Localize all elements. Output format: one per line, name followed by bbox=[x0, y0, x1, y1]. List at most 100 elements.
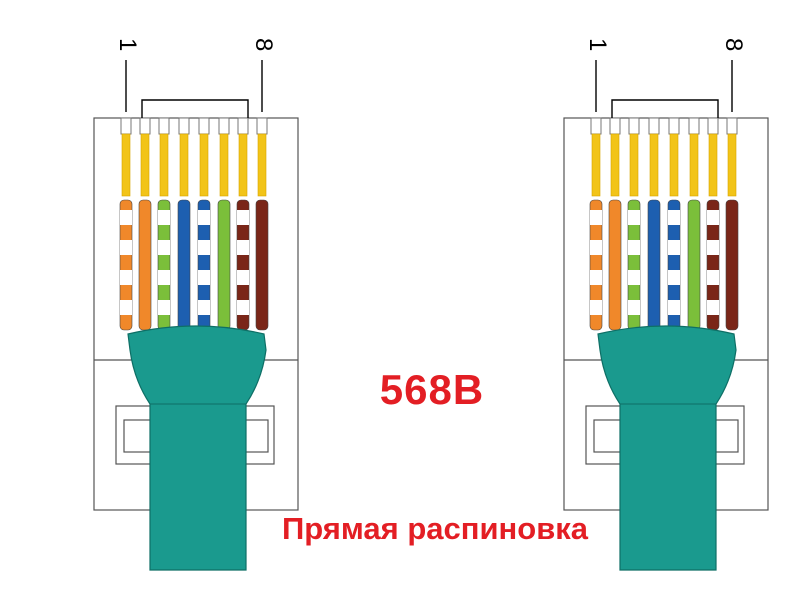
gold-contact bbox=[257, 133, 267, 197]
wire-pin-1 bbox=[589, 199, 603, 331]
gold-contact bbox=[238, 133, 248, 197]
wire-orange bbox=[589, 199, 603, 331]
wire-pin-4 bbox=[177, 199, 191, 331]
wire-pin-3 bbox=[627, 199, 641, 331]
wire-pin-2 bbox=[608, 199, 622, 331]
gold-contact bbox=[199, 133, 209, 197]
gold-contact bbox=[159, 133, 169, 197]
gold-contact bbox=[689, 133, 699, 197]
wire-stripe bbox=[158, 240, 170, 255]
gold-contact bbox=[140, 133, 150, 197]
wire-pin-3 bbox=[157, 199, 171, 331]
pin-bracket bbox=[141, 99, 249, 118]
contact-slot bbox=[139, 117, 151, 135]
gold-contact bbox=[121, 133, 131, 197]
wire-stripe bbox=[158, 210, 170, 225]
contact-slot bbox=[256, 117, 268, 135]
wire-stripe bbox=[707, 210, 719, 225]
pin-8-label: 8 bbox=[250, 38, 277, 51]
pin-1-label: 1 bbox=[114, 38, 141, 51]
wire-brown bbox=[725, 199, 739, 331]
contact-slot bbox=[707, 117, 719, 135]
gold-contact bbox=[669, 133, 679, 197]
wire-stripe bbox=[668, 210, 680, 225]
wire-orange bbox=[119, 199, 133, 331]
contact-slot bbox=[237, 117, 249, 135]
wire-pin-8 bbox=[255, 199, 269, 331]
wire-blue bbox=[647, 199, 661, 331]
wire-stripe bbox=[237, 300, 249, 315]
wire-stripe bbox=[590, 270, 602, 285]
wire-stripe bbox=[120, 210, 132, 225]
contact-slot bbox=[726, 117, 738, 135]
wire-stripe bbox=[590, 210, 602, 225]
wire-stripe bbox=[628, 240, 640, 255]
contact-slot bbox=[178, 117, 190, 135]
contact-slot bbox=[590, 117, 602, 135]
contact-slot bbox=[628, 117, 640, 135]
cable-jacket bbox=[127, 325, 267, 571]
wire-pin-7 bbox=[236, 199, 250, 331]
wire-stripe bbox=[668, 270, 680, 285]
wire-pin-2 bbox=[138, 199, 152, 331]
wire-stripe bbox=[237, 210, 249, 225]
wire-stripe bbox=[198, 240, 210, 255]
wire-stripe bbox=[628, 210, 640, 225]
wire-pin-6 bbox=[217, 199, 231, 331]
contact-slot bbox=[120, 117, 132, 135]
wire-stripe bbox=[237, 270, 249, 285]
contact-slot bbox=[688, 117, 700, 135]
wire-blue bbox=[177, 199, 191, 331]
wire-stripe bbox=[158, 300, 170, 315]
gold-contact bbox=[219, 133, 229, 197]
wire-stripe bbox=[120, 300, 132, 315]
wire-pin-5 bbox=[197, 199, 211, 331]
wire-stripe bbox=[198, 210, 210, 225]
gold-contact bbox=[179, 133, 189, 197]
wire-pin-5 bbox=[667, 199, 681, 331]
contact-slot bbox=[218, 117, 230, 135]
wire-pin-8 bbox=[725, 199, 739, 331]
wire-green bbox=[687, 199, 701, 331]
contact-slot bbox=[198, 117, 210, 135]
pin-1-label: 1 bbox=[584, 38, 611, 51]
contact-slot bbox=[668, 117, 680, 135]
wire-orange bbox=[608, 199, 622, 331]
wire-brown bbox=[255, 199, 269, 331]
wire-stripe bbox=[158, 270, 170, 285]
cable-jacket bbox=[597, 325, 737, 571]
wire-stripe bbox=[707, 270, 719, 285]
gold-contact bbox=[727, 133, 737, 197]
wire-stripe bbox=[237, 240, 249, 255]
wire-pin-7 bbox=[706, 199, 720, 331]
wire-stripe bbox=[628, 270, 640, 285]
caption-label: Прямая распиновка bbox=[281, 511, 589, 546]
wire-stripe bbox=[668, 300, 680, 315]
wire-stripe bbox=[707, 300, 719, 315]
wire-stripe bbox=[198, 300, 210, 315]
wire-stripe bbox=[707, 240, 719, 255]
wire-pin-4 bbox=[647, 199, 661, 331]
contact-slot bbox=[648, 117, 660, 135]
wire-stripe bbox=[628, 300, 640, 315]
wire-green bbox=[217, 199, 231, 331]
standard-label: 568B bbox=[379, 366, 485, 413]
gold-contact bbox=[591, 133, 601, 197]
gold-contact bbox=[629, 133, 639, 197]
contact-slot bbox=[609, 117, 621, 135]
wire-stripe bbox=[120, 240, 132, 255]
wire-stripe bbox=[590, 300, 602, 315]
gold-contact bbox=[708, 133, 718, 197]
wire-stripe bbox=[198, 270, 210, 285]
gold-contact bbox=[610, 133, 620, 197]
wire-stripe bbox=[120, 270, 132, 285]
wire-stripe bbox=[590, 240, 602, 255]
contact-slot bbox=[158, 117, 170, 135]
pin-bracket bbox=[611, 99, 719, 118]
pin-8-label: 8 bbox=[720, 38, 747, 51]
wire-orange bbox=[138, 199, 152, 331]
gold-contact bbox=[649, 133, 659, 197]
